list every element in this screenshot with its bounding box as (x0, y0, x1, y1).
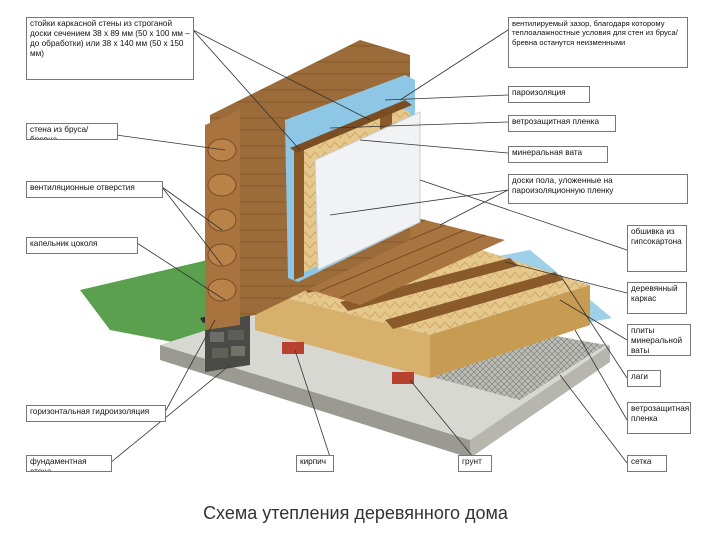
drywall (314, 111, 421, 271)
wall-top-plate (290, 100, 412, 153)
label-soil: грунт (458, 455, 492, 472)
label-mesh: сетка (627, 455, 667, 472)
label-drywall: обшивка из гипсокартона (627, 225, 687, 272)
label-log-wall: стена из бруса/бревна (26, 123, 118, 140)
label-wool-plates: плиты минеральной ваты (627, 324, 691, 356)
leader-lines (109, 29, 628, 464)
floor-wool-side (430, 285, 590, 378)
label-vent-gap: вентилируемый зазор, благодаря которому … (508, 17, 688, 68)
label-floor-boards: доски пола, уложенные на пароизоляционну… (508, 174, 688, 204)
label-studs: стойки каркасной стены из строганой доск… (26, 17, 194, 80)
label-wind-film-top: ветрозащитная пленка (508, 115, 616, 132)
label-plinth-drip: капельник цоколя (26, 237, 138, 254)
label-mineral-wool: минеральная вата (508, 146, 608, 163)
diagram-caption: Схема утепления деревянного дома (203, 503, 508, 523)
ground-slab-side (470, 345, 610, 458)
label-wood-frame: деревянный каркас (627, 282, 687, 314)
label-joists: лаги (627, 370, 661, 387)
label-vapor-barrier: пароизоляция (508, 86, 590, 103)
label-horizontal-waterproofing: горизонтальная гидроизоляция (26, 405, 166, 422)
joist-3 (385, 272, 563, 329)
ground-slab-edge (160, 345, 470, 458)
brick-1 (282, 342, 304, 354)
label-brick: кирпич (296, 455, 334, 472)
brick-2 (392, 372, 414, 384)
label-foundation-wall: фундаментная стена (26, 455, 112, 472)
wall-stud-1 (294, 146, 304, 280)
floor-wool-front (255, 290, 430, 378)
label-vent-holes: вентиляционные отверстия (26, 181, 163, 198)
joist-2 (340, 258, 518, 311)
label-wind-film-bottom: ветрозащитная пленка (627, 402, 691, 434)
